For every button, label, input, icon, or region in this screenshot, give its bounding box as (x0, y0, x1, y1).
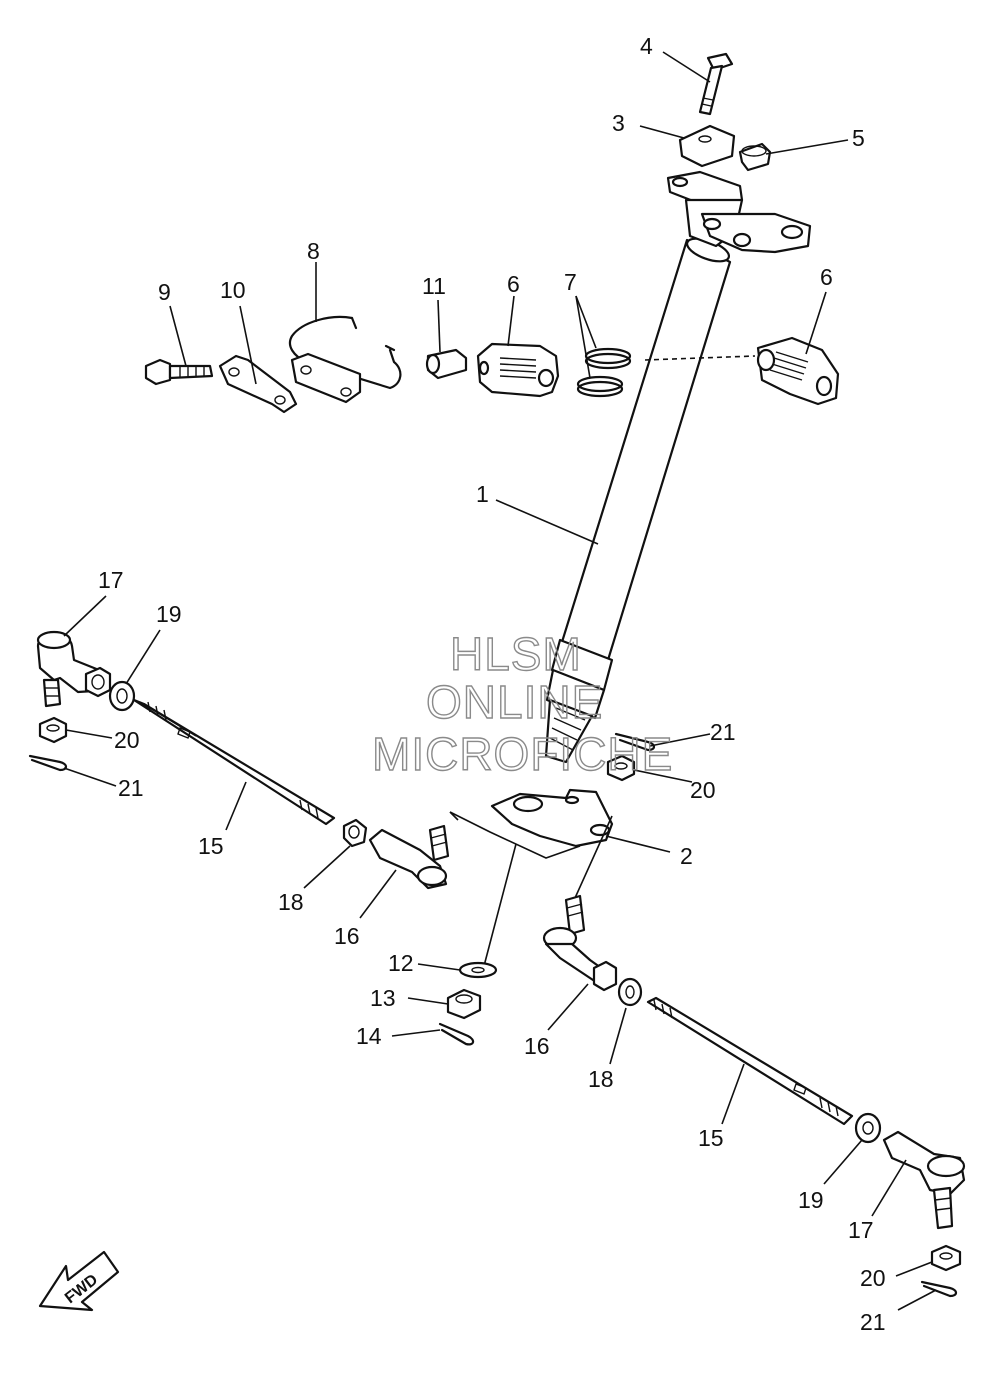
column-cotter-pin-21 (614, 732, 656, 752)
callout-19-left: 19 (156, 601, 182, 627)
callout-18-left: 18 (278, 889, 304, 915)
nut-left-19 (108, 680, 136, 712)
tie-rod-end-left-inner (368, 824, 450, 890)
callout-21-right: 21 (860, 1309, 886, 1335)
callout-9: 9 (158, 279, 171, 305)
callout-17-right: 17 (848, 1217, 874, 1243)
nut-right-16 (592, 960, 618, 992)
callout-16-right: 16 (524, 1033, 550, 1059)
column-clamp (678, 124, 736, 168)
watermark-line1: HLSM (450, 628, 582, 680)
column-top-bracket (666, 170, 812, 254)
callout-17-left: 17 (98, 567, 124, 593)
tie-rod-end-right-outer (882, 1130, 966, 1230)
collar (425, 348, 468, 380)
callout-13: 13 (370, 985, 396, 1011)
callout-5: 5 (852, 125, 865, 151)
tie-rod-right (646, 996, 854, 1126)
lock-plate (218, 354, 298, 414)
callout-2: 2 (680, 843, 693, 869)
callout-10: 10 (220, 277, 246, 303)
bushing-rings (576, 347, 632, 398)
callout-numbers: 4 3 5 8 9 10 11 6 7 6 1 17 19 21 20 20 2… (98, 33, 886, 1335)
cotter-pin-left-21 (28, 754, 68, 772)
watermark-line3: MICROFICHE (372, 728, 673, 780)
callout-19-right: 19 (798, 1187, 824, 1213)
forward-arrow: FWD (38, 1250, 120, 1312)
cotter-pin-right-21 (920, 1280, 958, 1298)
callout-20-right: 20 (860, 1265, 886, 1291)
callout-1: 1 (476, 481, 489, 507)
steering-column (544, 237, 732, 764)
bushing (738, 142, 772, 172)
callout-15-left: 15 (198, 833, 224, 859)
wire-clip (288, 315, 402, 404)
watermark-line2: ONLINE (426, 676, 603, 728)
callout-21-left: 21 (118, 775, 144, 801)
washer-12 (458, 961, 498, 979)
nut-right-18 (617, 977, 643, 1007)
callout-20-left: 20 (114, 727, 140, 753)
holder-bolt (144, 358, 214, 386)
nut-right-19 (854, 1112, 882, 1144)
cotter-pin-14 (438, 1022, 475, 1046)
watermark: HLSM ONLINE MICROFICHE (371, 627, 673, 780)
column-holder-left (476, 342, 560, 398)
bolt (698, 52, 734, 116)
nut-left-18 (342, 818, 368, 848)
callout-11: 11 (422, 273, 446, 299)
tie-rod-left (132, 698, 336, 826)
callout-16-left: 16 (334, 923, 360, 949)
nut-right-20 (930, 1244, 962, 1272)
callout-7: 7 (564, 269, 577, 295)
callout-15-right: 15 (698, 1125, 724, 1151)
callout-3: 3 (612, 110, 625, 136)
nut-left-20 (38, 716, 68, 744)
callout-4: 4 (640, 33, 653, 59)
callout-8: 8 (307, 238, 320, 264)
leader-lines (63, 51, 937, 1311)
alignment-lines (449, 355, 756, 967)
callout-21-column: 21 (710, 719, 736, 745)
callout-14: 14 (356, 1023, 382, 1049)
callout-12: 12 (388, 950, 414, 976)
nut-left-outer (84, 666, 112, 698)
column-holder-right (756, 336, 840, 406)
nut-13 (446, 988, 482, 1020)
pitman-arm (490, 788, 614, 848)
callout-18-right: 18 (588, 1066, 614, 1092)
column-nut-20 (606, 754, 636, 782)
callout-6-left: 6 (507, 271, 520, 297)
callout-20-column: 20 (690, 777, 716, 803)
callout-6-right: 6 (820, 264, 833, 290)
